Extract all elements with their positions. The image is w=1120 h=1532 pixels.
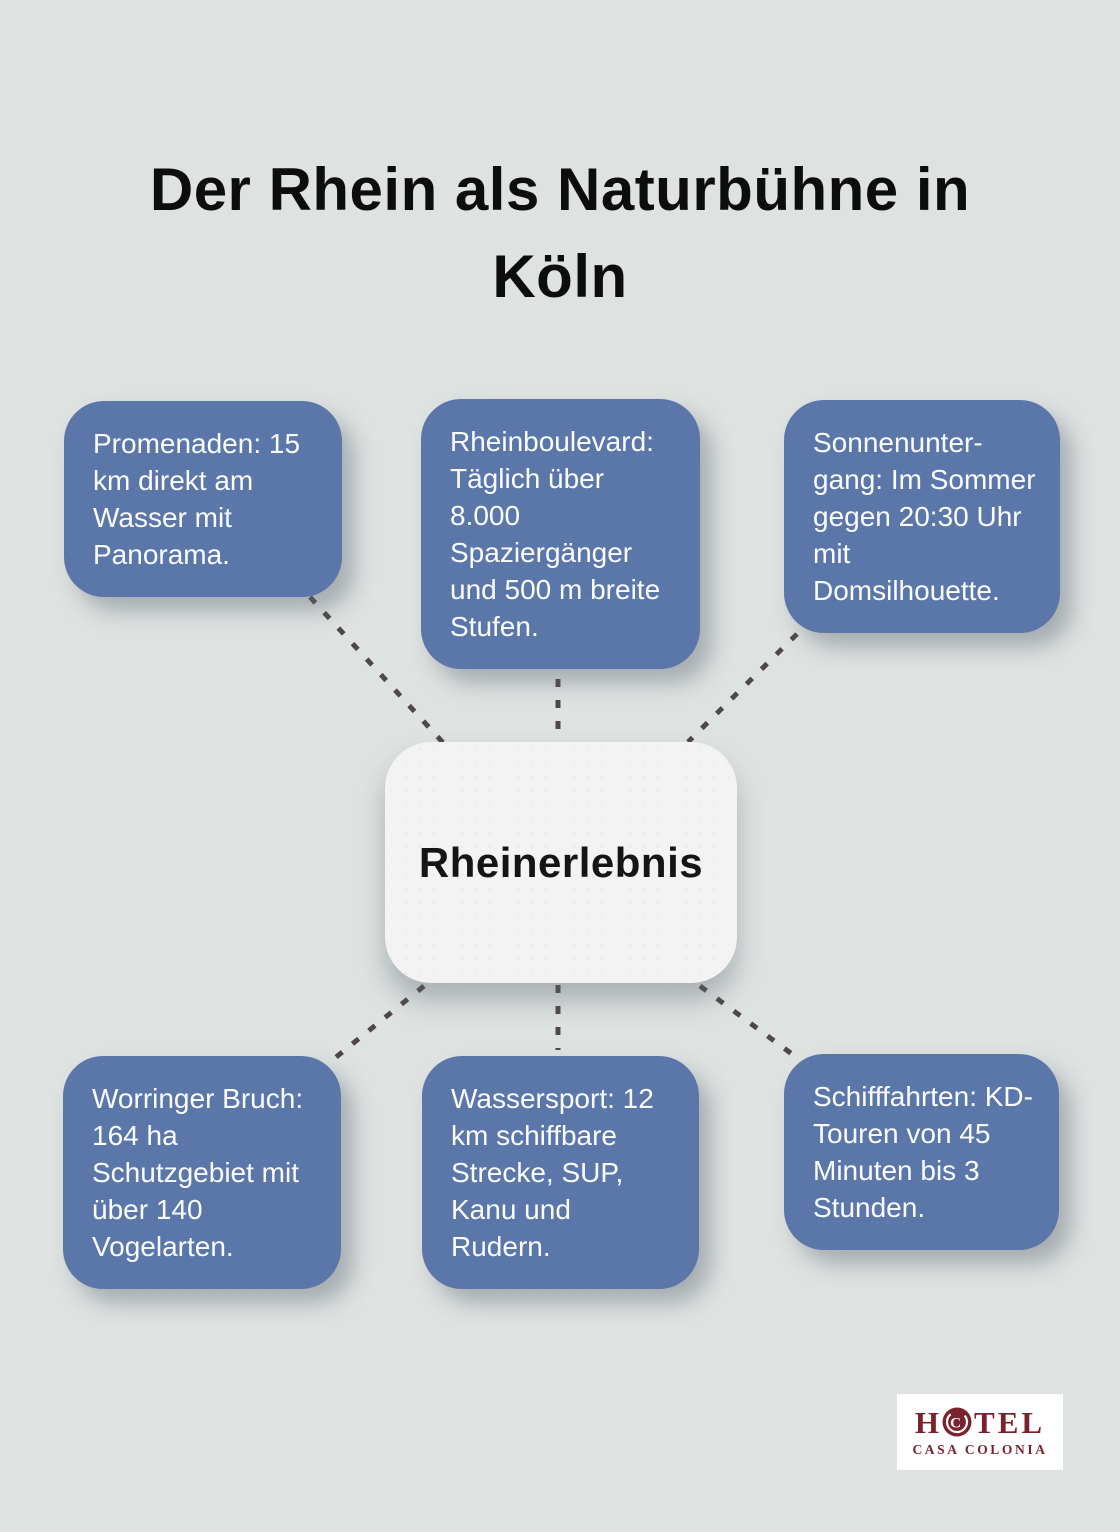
- node-worringer-bruch-text: Worringer Bruch: 164 ha Schutzgebiet mit…: [92, 1083, 304, 1262]
- brand-logo-word: H C TEL: [915, 1407, 1045, 1438]
- brand-logo: H C TEL CASA COLONIA: [897, 1394, 1063, 1470]
- svg-text:C: C: [950, 1416, 964, 1432]
- connector-line-bottom-right: [698, 983, 798, 1060]
- connector-line-top-left: [308, 595, 449, 749]
- connector-line-bottom-left: [328, 984, 426, 1064]
- page-title: Der Rhein als Naturbühne in Köln: [149, 156, 971, 311]
- node-rheinboulevard: Rheinboulevard: Täglich über 8.000 Spazi…: [421, 399, 700, 669]
- node-worringer-bruch: Worringer Bruch: 164 ha Schutzgebiet mit…: [63, 1056, 341, 1289]
- node-schifffahrten-text: Schifffahrten: KD- Touren von 45 Minuten…: [813, 1081, 1033, 1223]
- brand-logo-subtitle: CASA COLONIA: [912, 1441, 1048, 1457]
- center-node-label: Rheinerlebnis: [418, 838, 704, 886]
- brand-logo-letters-tel: TEL: [974, 1404, 1046, 1440]
- node-schifffahrten: Schifffahrten: KD- Touren von 45 Minuten…: [784, 1054, 1059, 1250]
- node-promenaden-text: Promenaden: 15 km direkt am Wasser mit P…: [93, 428, 301, 570]
- node-rheinboulevard-text: Rheinboulevard: Täglich über 8.000 Spazi…: [450, 426, 661, 642]
- brand-logo-letter-h: H: [914, 1404, 943, 1440]
- node-sonnenuntergang-text: Sonnenunter- gang: Im Sommer gegen 20:30…: [813, 427, 1036, 606]
- center-node: Rheinerlebnis: [385, 742, 737, 983]
- node-wassersport-text: Wassersport: 12 km schiffbare Strecke, S…: [451, 1083, 654, 1262]
- node-sonnenuntergang: Sonnenunter- gang: Im Sommer gegen 20:30…: [784, 400, 1060, 633]
- node-promenaden: Promenaden: 15 km direkt am Wasser mit P…: [64, 401, 342, 597]
- node-wassersport: Wassersport: 12 km schiffbare Strecke, S…: [422, 1056, 699, 1289]
- c-ring-icon: C: [942, 1407, 972, 1437]
- connector-line-top-right: [686, 632, 799, 744]
